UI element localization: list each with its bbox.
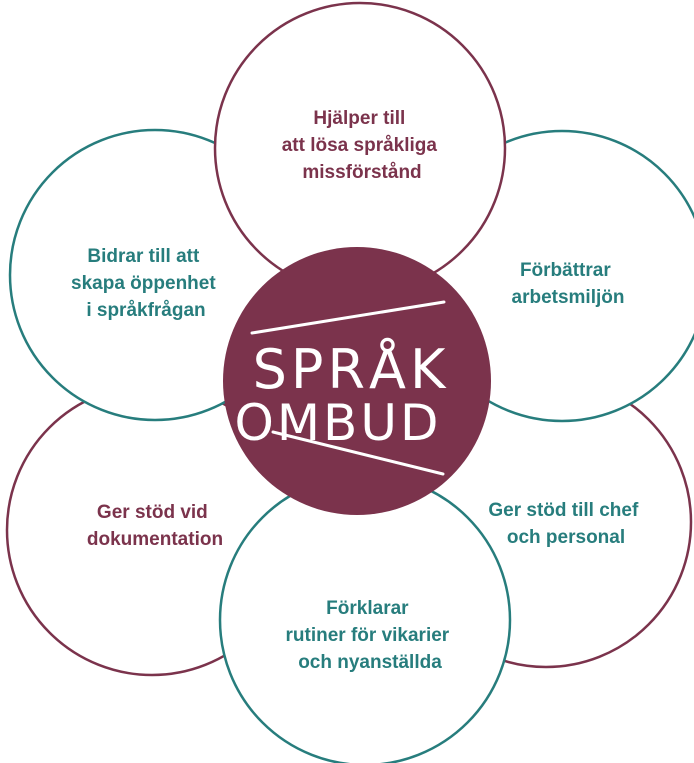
center-logo: SPRÅK OMBUD (223, 247, 491, 515)
petal-label-lower-right: Ger stöd till chef och personal (488, 500, 643, 548)
petal-label-upper-left: Bidrar till att skapa öppenhet i språkfr… (71, 246, 221, 321)
logo-word-sprak: SPRÅK (253, 337, 450, 401)
petal-label-upper-right: Förbättrar arbetsmiljön (512, 260, 625, 308)
logo-top-line (250, 300, 446, 335)
petal-label-top: Hjälper till att lösa språkliga missförs… (282, 108, 443, 183)
logo-bottom-line (271, 430, 445, 476)
petal-label-bottom: Förklarar rutiner för vikarier och nyans… (286, 598, 455, 673)
center-circle (223, 247, 491, 515)
petal-circle-bottom (218, 473, 512, 763)
petal-label-lower-left: Ger stöd vid dokumentation (87, 502, 223, 550)
logo-word-ombud: OMBUD (235, 394, 442, 452)
